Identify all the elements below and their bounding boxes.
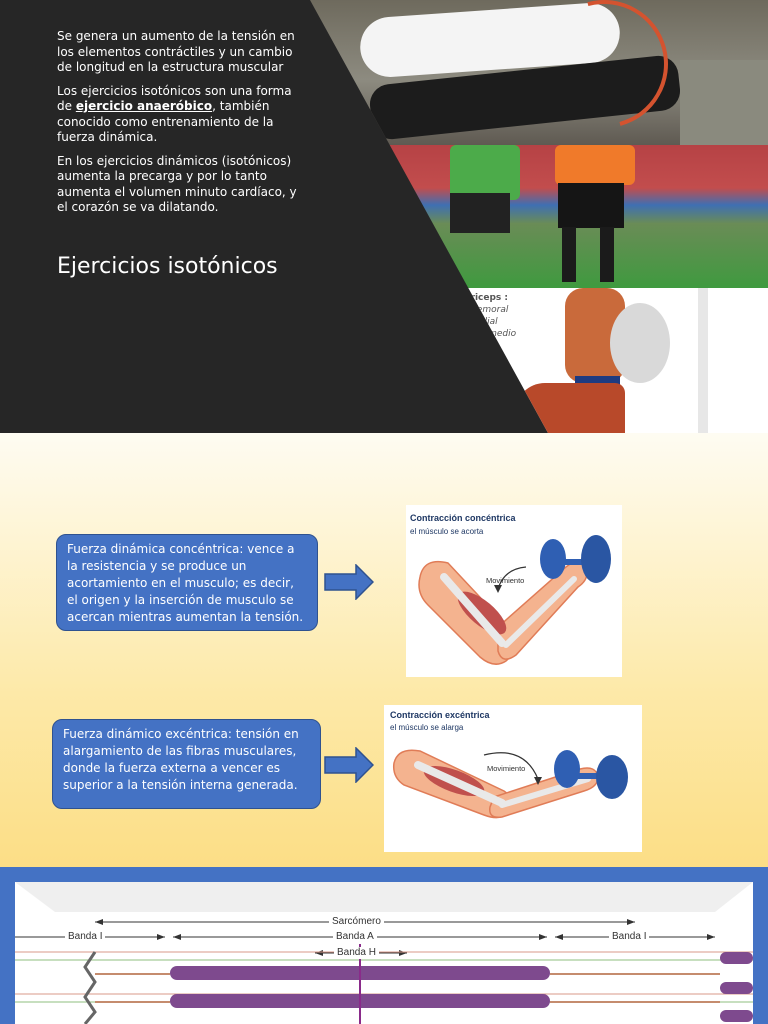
sarcomere-label: Sarcómero [329, 916, 384, 928]
eccentric-force-box: Fuerza dinámico excéntrica: tensión en a… [52, 719, 321, 809]
slide-contraction-types: Fuerza dinámica concéntrica: vence a la … [0, 433, 768, 867]
eccentric-illus-title: Contracción excéntrica [390, 710, 490, 720]
band-i-right-label: Banda I [609, 931, 650, 943]
right-arrow-icon [324, 564, 374, 600]
slide-title: Ejercicios isotónicos [57, 254, 278, 279]
paragraph-tension: Se genera un aumento de la tensión en lo… [57, 29, 295, 74]
photo-bench-exercise [310, 0, 768, 152]
band-i-left-label: Banda I [65, 931, 106, 943]
band-a-label: Banda A [333, 931, 377, 943]
photo-quadriceps-anatomy [310, 288, 768, 433]
concentric-contraction-illustration: Contracción concéntrica el músculo se ac… [406, 505, 622, 677]
sarcomere-drawing [15, 882, 753, 1024]
quadriceps-caption: Cuádriceps : Recto femoral asto medial a… [445, 293, 517, 339]
right-arrow-icon [324, 747, 374, 783]
paragraph-anaerobic: Los ejercicios isotónicos son una forma … [57, 83, 292, 145]
paragraph-dynamic: En los ejercicios dinámicos (isotónicos)… [57, 153, 297, 215]
eccentric-illus-subtitle: el músculo se alarga [390, 723, 464, 732]
sarcomere-diagram: Sarcómero Banda I Banda A Banda H Banda … [15, 882, 753, 1024]
concentric-movement-label: Movimiento [486, 576, 525, 585]
concentric-illus-subtitle: el músculo se acorta [410, 527, 484, 536]
anaerobic-exercise-link[interactable]: ejercicio anaeróbico [75, 99, 213, 113]
photo-football-players [310, 145, 768, 288]
extended-arm-drawing [392, 749, 628, 819]
slide-sarcomere: Sarcómero Banda I Banda A Banda H Banda … [0, 867, 768, 1024]
eccentric-movement-label: Movimiento [487, 764, 526, 773]
slide-isotonic-exercises: Cuádriceps : Recto femoral asto medial a… [0, 0, 768, 433]
concentric-force-box: Fuerza dinámica concéntrica: vence a la … [56, 534, 318, 631]
concentric-illus-title: Contracción concéntrica [410, 513, 516, 523]
intro-text-block: Se genera un aumento de la tensión en lo… [57, 29, 307, 224]
flexed-arm-drawing [418, 535, 611, 665]
eccentric-contraction-illustration: Contracción excéntrica el músculo se ala… [384, 705, 642, 852]
band-h-label: Banda H [334, 947, 379, 959]
